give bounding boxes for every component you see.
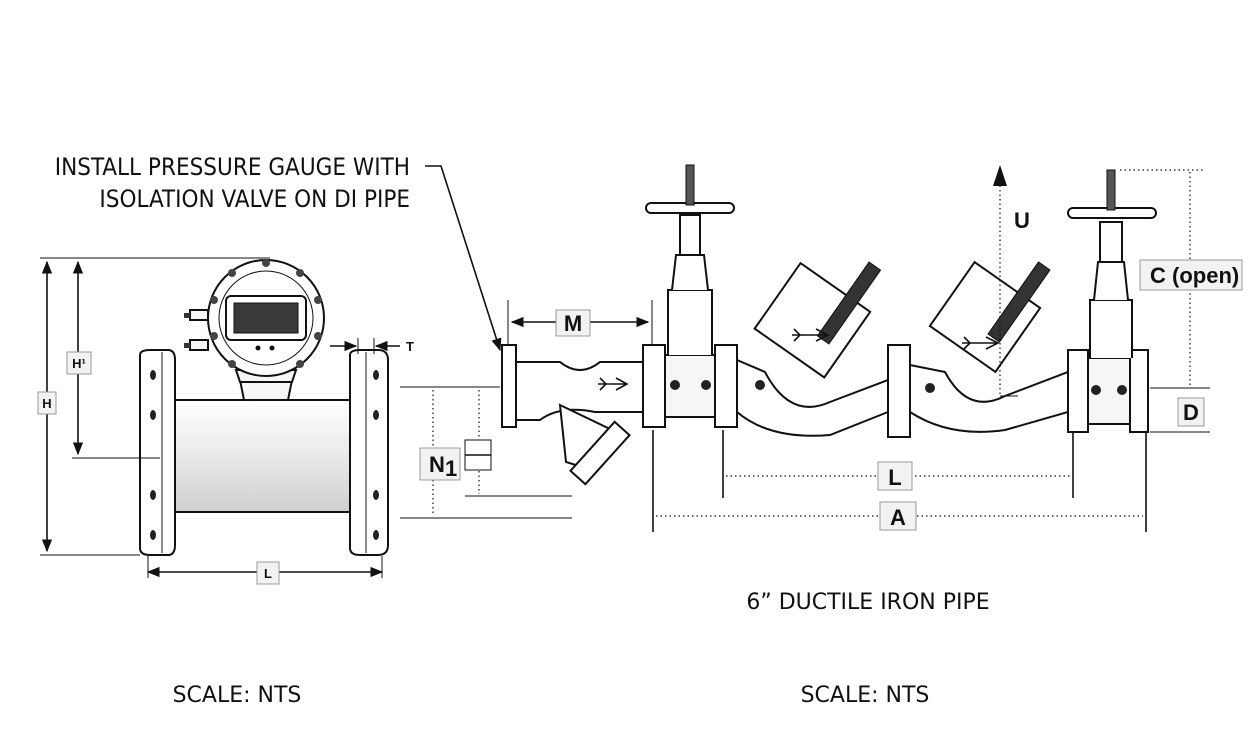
gate-valve-1-yoke — [671, 254, 709, 291]
gate-valve-2-yoke — [1093, 261, 1129, 301]
dim-valve-L-label-box — [877, 461, 913, 491]
dim-U-label: U — [1014, 208, 1030, 233]
dim-H1-label-box — [66, 351, 92, 375]
meter-right-flange — [349, 349, 389, 556]
dim-N1-label: N — [429, 452, 445, 477]
transmitter-bolts — [210, 259, 322, 368]
dim-M-label-box — [555, 309, 591, 337]
wye-strainer-body — [515, 361, 646, 421]
dim-A-label: A — [890, 505, 906, 530]
gate-valve-2-bonnet — [1089, 299, 1133, 358]
middle-flange — [887, 344, 911, 438]
meter-pipe-body — [159, 399, 376, 513]
strainer-inlet-flange — [501, 344, 517, 428]
transmitter-display — [233, 302, 299, 334]
flow-arrow-strainer — [598, 377, 629, 391]
gate-valve-2-stem — [1106, 169, 1116, 211]
gate-valve-1-bolt — [670, 380, 680, 390]
dim-meter-L-label: L — [264, 566, 272, 581]
flow-meter: H H¹ L T — [37, 257, 414, 585]
gauge-note-line2: ISOLATION VALVE ON DI PIPE — [99, 185, 410, 213]
gate-valve-1-flange-left — [642, 344, 666, 428]
gate-valve-1-bonnet — [667, 289, 713, 355]
cable-gland — [189, 339, 209, 351]
cable-gland — [189, 309, 209, 321]
gate-valve-1-stem — [685, 164, 695, 206]
transmitter-button — [255, 345, 261, 351]
strainer-cap — [569, 420, 631, 486]
check-valve-1-cover — [753, 261, 872, 379]
dim-T-label: T — [406, 339, 414, 354]
dim-H1-label: H¹ — [72, 356, 86, 371]
dim-H-label-box — [37, 391, 57, 415]
check-valve-2-body — [909, 363, 1069, 433]
check-valve-1-body — [736, 358, 889, 437]
flow-arrow-check-2 — [962, 336, 1000, 350]
check-valve-1-cover-flange — [816, 261, 882, 345]
dim-meter-L-label-box — [256, 561, 280, 585]
dim-D-label: D — [1183, 400, 1199, 425]
gauge-note-leader — [425, 165, 502, 352]
meter-left-flange — [139, 349, 176, 556]
gate-valve-1-flange-right — [714, 344, 738, 428]
check-valve-2-cover — [928, 260, 1042, 374]
check-valve-2-cover-flange — [987, 261, 1051, 343]
pipe-label: 6” DUCTILE IRON PIPE — [746, 590, 989, 615]
transmitter-button — [269, 345, 275, 351]
dim-C-label-box — [1139, 259, 1243, 291]
dim-valve-L-label: L — [888, 465, 901, 490]
check-valve-2-bolt — [925, 383, 935, 393]
cable-gland-tip — [184, 343, 190, 348]
flow-arrow-check-1 — [792, 328, 830, 342]
gate-valve-2-bolt — [1117, 385, 1127, 395]
dim-N1-subscript: 1 — [445, 456, 457, 481]
gate-valve-2-flange-left — [1067, 349, 1089, 433]
check-valve-1-bolt — [755, 380, 765, 390]
backflow-assembly: M N 1 U C (open) D L — [400, 164, 1243, 532]
gauge-note: INSTALL PRESSURE GAUGE WITH ISOLATION VA… — [55, 153, 502, 352]
dim-C-label: C (open) — [1150, 263, 1239, 288]
dim-A-label-box — [879, 501, 917, 531]
gauge-note-line1: INSTALL PRESSURE GAUGE WITH — [55, 153, 410, 181]
meter-bolt-holes — [150, 370, 379, 540]
scale-label-left: SCALE: NTS — [173, 683, 302, 708]
dim-U-arrow — [993, 165, 1007, 186]
scale-label-right: SCALE: NTS — [801, 683, 930, 708]
transmitter-ring — [218, 270, 314, 366]
gate-valve-2-stem-housing — [1099, 221, 1123, 263]
gate-valve-1-bolt — [701, 380, 711, 390]
gate-valve-1-stem-housing — [679, 214, 701, 256]
dim-D-label-box — [1177, 397, 1205, 427]
gate-valve-2-bolt — [1091, 385, 1101, 395]
gate-valve-2-flange-right — [1129, 349, 1149, 433]
dim-N1-label-box — [419, 447, 461, 481]
cable-gland-tip — [184, 313, 190, 318]
dim-M-label: M — [564, 311, 582, 336]
dim-H-label: H — [42, 396, 51, 411]
